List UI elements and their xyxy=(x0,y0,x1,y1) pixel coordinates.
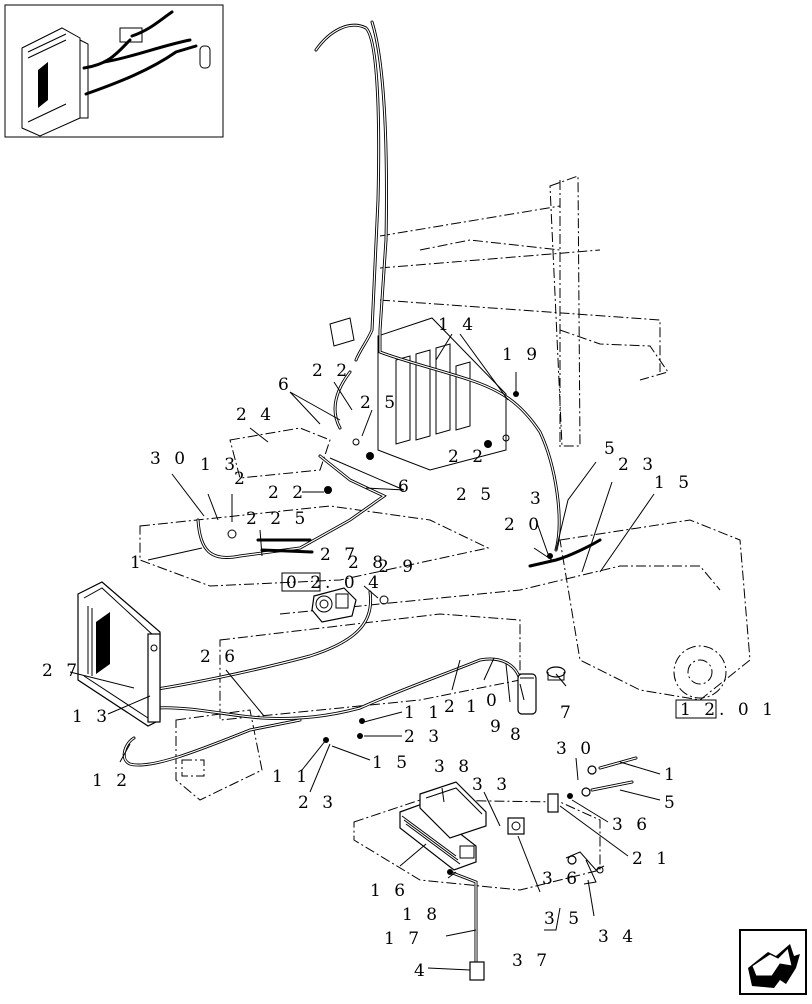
callout-22: 2 2 xyxy=(268,483,307,503)
callout-18: 1 8 xyxy=(402,905,441,925)
callout-5: 5 xyxy=(664,793,679,813)
compressor-icon xyxy=(311,587,357,623)
heater-core-icon xyxy=(399,781,487,871)
callout-22: 2 2 xyxy=(448,447,487,467)
callout-13: 1 3 xyxy=(200,455,239,475)
callout-15: 1 5 xyxy=(372,753,411,773)
callout-7: 7 xyxy=(560,703,575,723)
roof-hoses xyxy=(314,20,561,552)
cross-ref-0204-boxed: 0 2. xyxy=(286,573,334,593)
callout-36: 3 6 xyxy=(542,869,581,889)
cross-ref-0204-rest: 0 4 xyxy=(334,573,382,593)
cross-ref-1201[interactable]: 1 2. 0 1 xyxy=(675,699,777,720)
callout-34: 3 4 xyxy=(598,927,637,947)
mid-hoses xyxy=(122,454,602,767)
leader-lines xyxy=(69,333,661,971)
cross-ref-1201-rest: 0 1 xyxy=(728,700,776,720)
cross-ref-1201-boxed: 1 2. xyxy=(680,700,728,720)
callout-4: 4 xyxy=(414,961,429,981)
callout-25: 2 5 xyxy=(360,393,399,413)
callout-29: 2 9 xyxy=(378,557,417,577)
inset-thumbnail xyxy=(4,4,224,138)
inset-condenser-icon xyxy=(21,27,89,137)
callout-28: 2 8 xyxy=(348,553,387,573)
callout-30: 3 0 xyxy=(150,449,189,469)
callout-35: 3 5 xyxy=(544,909,583,929)
callout-11: 1 1 xyxy=(404,703,443,723)
callout-12: 1 2 xyxy=(92,771,131,791)
callout-17: 1 7 xyxy=(384,929,423,949)
callout-2: 2 xyxy=(444,697,459,717)
callout-1: 1 xyxy=(466,697,481,717)
callout-30: 3 0 xyxy=(556,739,595,759)
callout-23: 2 3 xyxy=(404,727,443,747)
callout-24: 2 4 xyxy=(236,405,275,425)
callout-15: 1 5 xyxy=(654,473,693,493)
callout-8: 8 xyxy=(510,725,525,745)
callout-9: 9 xyxy=(490,717,505,737)
evaporator-block xyxy=(329,317,507,471)
callout-38: 3 8 xyxy=(434,757,473,777)
sensor-icon xyxy=(565,851,605,874)
callout-1: 1 xyxy=(130,553,145,573)
callout-0: 0 xyxy=(486,691,501,711)
condenser-icon xyxy=(77,581,161,727)
svg-text:0 2. 0 4: 0 2. 0 4 xyxy=(286,573,383,593)
callout-36: 3 6 xyxy=(612,815,651,835)
inset-hoses-icon xyxy=(82,10,211,96)
callout-3: 3 xyxy=(530,489,545,509)
chassis-outline xyxy=(139,175,751,891)
callout-25: 2 5 xyxy=(456,485,495,505)
callout-22: 2 2 xyxy=(312,361,351,381)
callout-19: 1 9 xyxy=(502,345,541,365)
drain-tube-icon xyxy=(447,869,485,981)
valve-block-icon xyxy=(507,793,559,835)
callout-33: 3 3 xyxy=(472,775,511,795)
callout-16: 1 6 xyxy=(370,881,409,901)
receiver-drier-icon xyxy=(517,666,566,715)
callout-23: 2 3 xyxy=(298,793,337,813)
callout-225: 2 2 5 xyxy=(246,509,309,529)
cross-ref-0204[interactable]: 0 2. 0 4 xyxy=(281,572,383,593)
next-page-arrow-icon[interactable] xyxy=(739,929,807,995)
callout-6: 6 xyxy=(398,477,413,497)
callout-11: 1 1 xyxy=(272,767,311,787)
callout-labels: 1 4 1 9 2 2 6 2 5 2 4 3 0 1 3 2 2 2 6 2 … xyxy=(42,315,693,981)
callout-23: 2 3 xyxy=(618,455,657,475)
callout-26: 2 6 xyxy=(200,647,239,667)
callout-20: 2 0 xyxy=(504,515,543,535)
callout-2: 2 xyxy=(234,469,249,489)
callout-5: 5 xyxy=(604,439,619,459)
callout-6: 6 xyxy=(278,375,293,395)
callout-1: 1 xyxy=(664,765,679,785)
callout-14: 1 4 xyxy=(438,315,477,335)
callout-27: 2 7 xyxy=(320,545,359,565)
service-hoses-icon xyxy=(581,756,638,797)
svg-text:1 2. 0 1: 1 2. 0 1 xyxy=(680,700,777,720)
callout-13: 1 3 xyxy=(72,707,111,727)
callout-21: 2 1 xyxy=(632,849,671,869)
callout-37: 3 7 xyxy=(512,951,551,971)
callout-27: 2 7 xyxy=(42,661,81,681)
